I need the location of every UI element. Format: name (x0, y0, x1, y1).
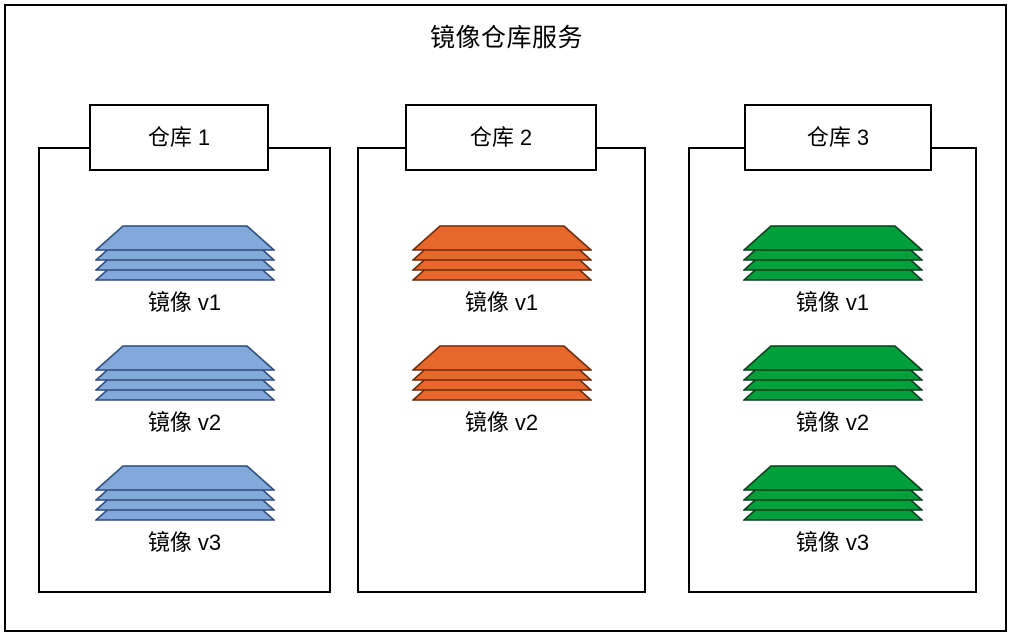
image-stack-2-1[interactable]: 镜像 v1 (357, 225, 646, 317)
image-stack-1-3[interactable]: 镜像 v3 (38, 465, 331, 557)
image-stack-label: 镜像 v2 (464, 410, 539, 435)
image-layers-icon (742, 465, 923, 521)
image-stack-3-2[interactable]: 镜像 v2 (688, 345, 977, 437)
repository-header-label-1: 仓库 1 (147, 124, 211, 150)
image-stack-1-2[interactable]: 镜像 v2 (38, 345, 331, 437)
repository-header-1[interactable]: 仓库 1 (89, 104, 269, 171)
image-layer (94, 345, 275, 371)
repository-header-2[interactable]: 仓库 2 (405, 104, 597, 171)
image-layers-icon (742, 225, 923, 281)
image-layer (411, 345, 592, 371)
page-title: 镜像仓库服务 (429, 24, 583, 52)
image-layers-icon (94, 345, 275, 401)
image-stack-label: 镜像 v2 (795, 410, 870, 435)
image-layers-icon (411, 345, 592, 401)
repository-container-3: 仓库 3 镜像 v1 镜像 v2 镜像 v3 (688, 104, 977, 593)
image-stack-2-2[interactable]: 镜像 v2 (357, 345, 646, 437)
repository-container-2: 仓库 2 镜像 v1 镜像 v2 (357, 104, 646, 593)
image-stack-label: 镜像 v3 (147, 530, 222, 555)
image-layer (742, 345, 923, 371)
image-layer (411, 225, 592, 251)
image-layers-icon (94, 465, 275, 521)
image-stack-label: 镜像 v1 (795, 290, 870, 315)
image-stack-1-1[interactable]: 镜像 v1 (38, 225, 331, 317)
image-stack-3-3[interactable]: 镜像 v3 (688, 465, 977, 557)
repository-header-label-3: 仓库 3 (806, 124, 870, 150)
image-layer (742, 465, 923, 491)
image-stack-label: 镜像 v1 (464, 290, 539, 315)
image-stack-label: 镜像 v1 (147, 290, 222, 315)
repository-container-1: 仓库 1 镜像 v1 镜像 v2 镜像 v3 (38, 104, 331, 593)
image-stack-label: 镜像 v2 (147, 410, 222, 435)
repository-header-3[interactable]: 仓库 3 (744, 104, 932, 171)
image-layers-icon (742, 345, 923, 401)
image-stack-label: 镜像 v3 (795, 530, 870, 555)
image-layer (742, 225, 923, 251)
image-layer (94, 465, 275, 491)
repository-header-label-2: 仓库 2 (469, 124, 533, 150)
image-layers-icon (94, 225, 275, 281)
image-layers-icon (411, 225, 592, 281)
image-stack-3-1[interactable]: 镜像 v1 (688, 225, 977, 317)
image-layer (94, 225, 275, 251)
